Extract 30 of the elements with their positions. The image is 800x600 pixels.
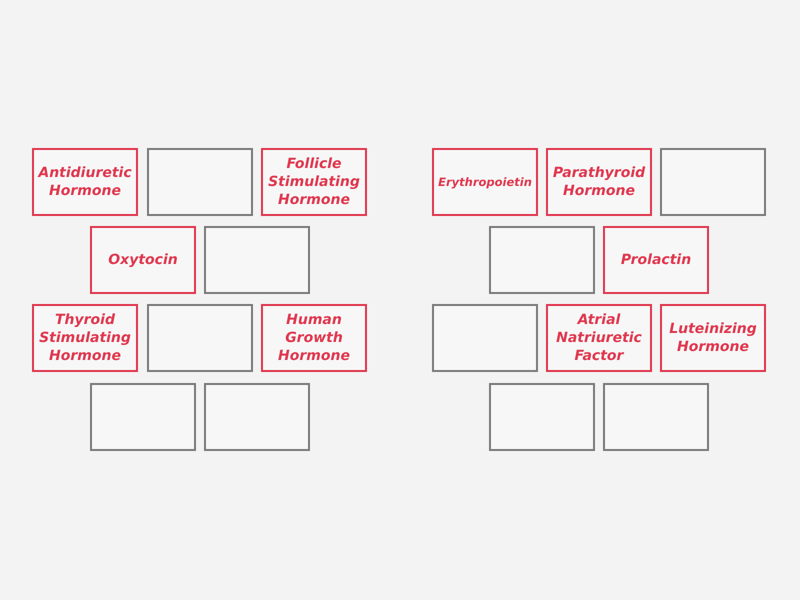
empty-card <box>489 226 595 294</box>
empty-card <box>660 148 766 216</box>
term-card <box>546 304 652 372</box>
term-label: Follicle Stimulating Hormone <box>267 154 361 210</box>
term-card <box>603 226 709 294</box>
term-label: Thyroid Stimulating Hormone <box>38 310 132 366</box>
term-card <box>432 148 538 216</box>
term-card <box>90 226 196 294</box>
empty-card <box>603 383 709 451</box>
term-card <box>546 148 652 216</box>
empty-card <box>204 383 310 451</box>
term-label: Luteinizing Hormone <box>668 320 758 356</box>
term-label: Oxytocin <box>108 250 178 270</box>
term-label: Parathyroid Hormone <box>552 164 646 200</box>
empty-card <box>489 383 595 451</box>
term-card <box>32 304 138 372</box>
empty-card <box>147 304 253 372</box>
term-label: Erythropoietin <box>438 174 532 190</box>
term-card <box>660 304 766 372</box>
term-label: Atrial Natriuretic Factor <box>555 310 643 366</box>
empty-card <box>204 226 310 294</box>
term-card <box>261 304 367 372</box>
term-label: Human Growth Hormone <box>277 310 351 366</box>
term-card <box>32 148 138 216</box>
empty-card <box>432 304 538 372</box>
empty-card <box>147 148 253 216</box>
empty-card <box>90 383 196 451</box>
term-label: Antidiuretic Hormone <box>37 164 133 200</box>
term-card <box>261 148 367 216</box>
term-label: Prolactin <box>620 250 692 270</box>
